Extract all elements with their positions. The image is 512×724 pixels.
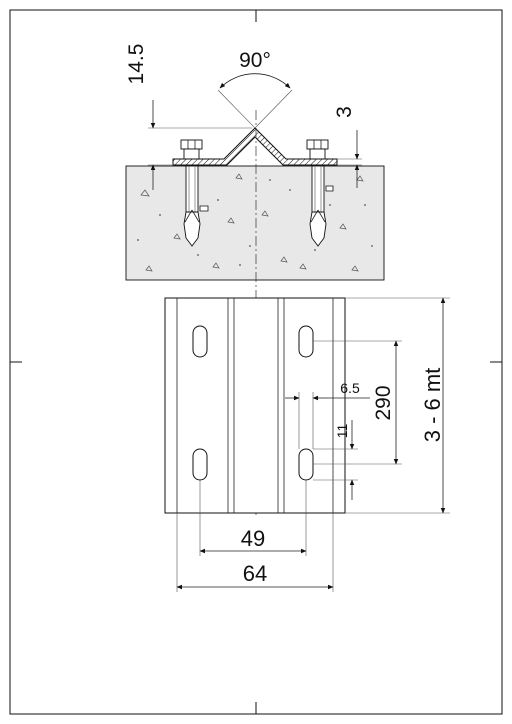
- inner-spacing-dimension: 49: [199, 480, 307, 556]
- thickness-label: 3: [333, 106, 356, 118]
- angle-label: 90°: [239, 49, 271, 72]
- concrete-block: [125, 165, 385, 281]
- slot-width-label: 6.5: [340, 380, 360, 396]
- angle-dimension: 90°: [217, 49, 293, 129]
- slot-top-right: [298, 325, 314, 358]
- profile-front-view: [164, 297, 346, 514]
- slot-length-dimension: 11: [313, 420, 358, 500]
- anchor-bolt-left: [180, 139, 209, 247]
- pitch-dimension: 290: [313, 340, 402, 465]
- slot-bottom-right: [298, 448, 314, 481]
- concrete-dots: [137, 179, 373, 266]
- slot-length-label: 11: [334, 424, 350, 439]
- length-label: 3 - 6 mt: [420, 368, 445, 443]
- flange-height-dimension: 14.5: [125, 44, 252, 190]
- length-dimension: 3 - 6 mt: [345, 297, 450, 514]
- slot-top-left: [192, 325, 208, 358]
- flange-height-label: 14.5: [125, 44, 148, 85]
- pitch-label: 290: [372, 385, 395, 420]
- slot-bottom-left: [192, 448, 208, 481]
- sheet-frame: [9, 9, 503, 715]
- inner-spacing-label: 49: [241, 526, 265, 551]
- thickness-dimension: 3: [333, 106, 362, 188]
- slot-width-dimension: 6.5: [285, 380, 370, 449]
- concrete-texture: [140, 173, 364, 272]
- outer-width-dimension: 64: [176, 513, 334, 592]
- outer-width-label: 64: [243, 561, 267, 586]
